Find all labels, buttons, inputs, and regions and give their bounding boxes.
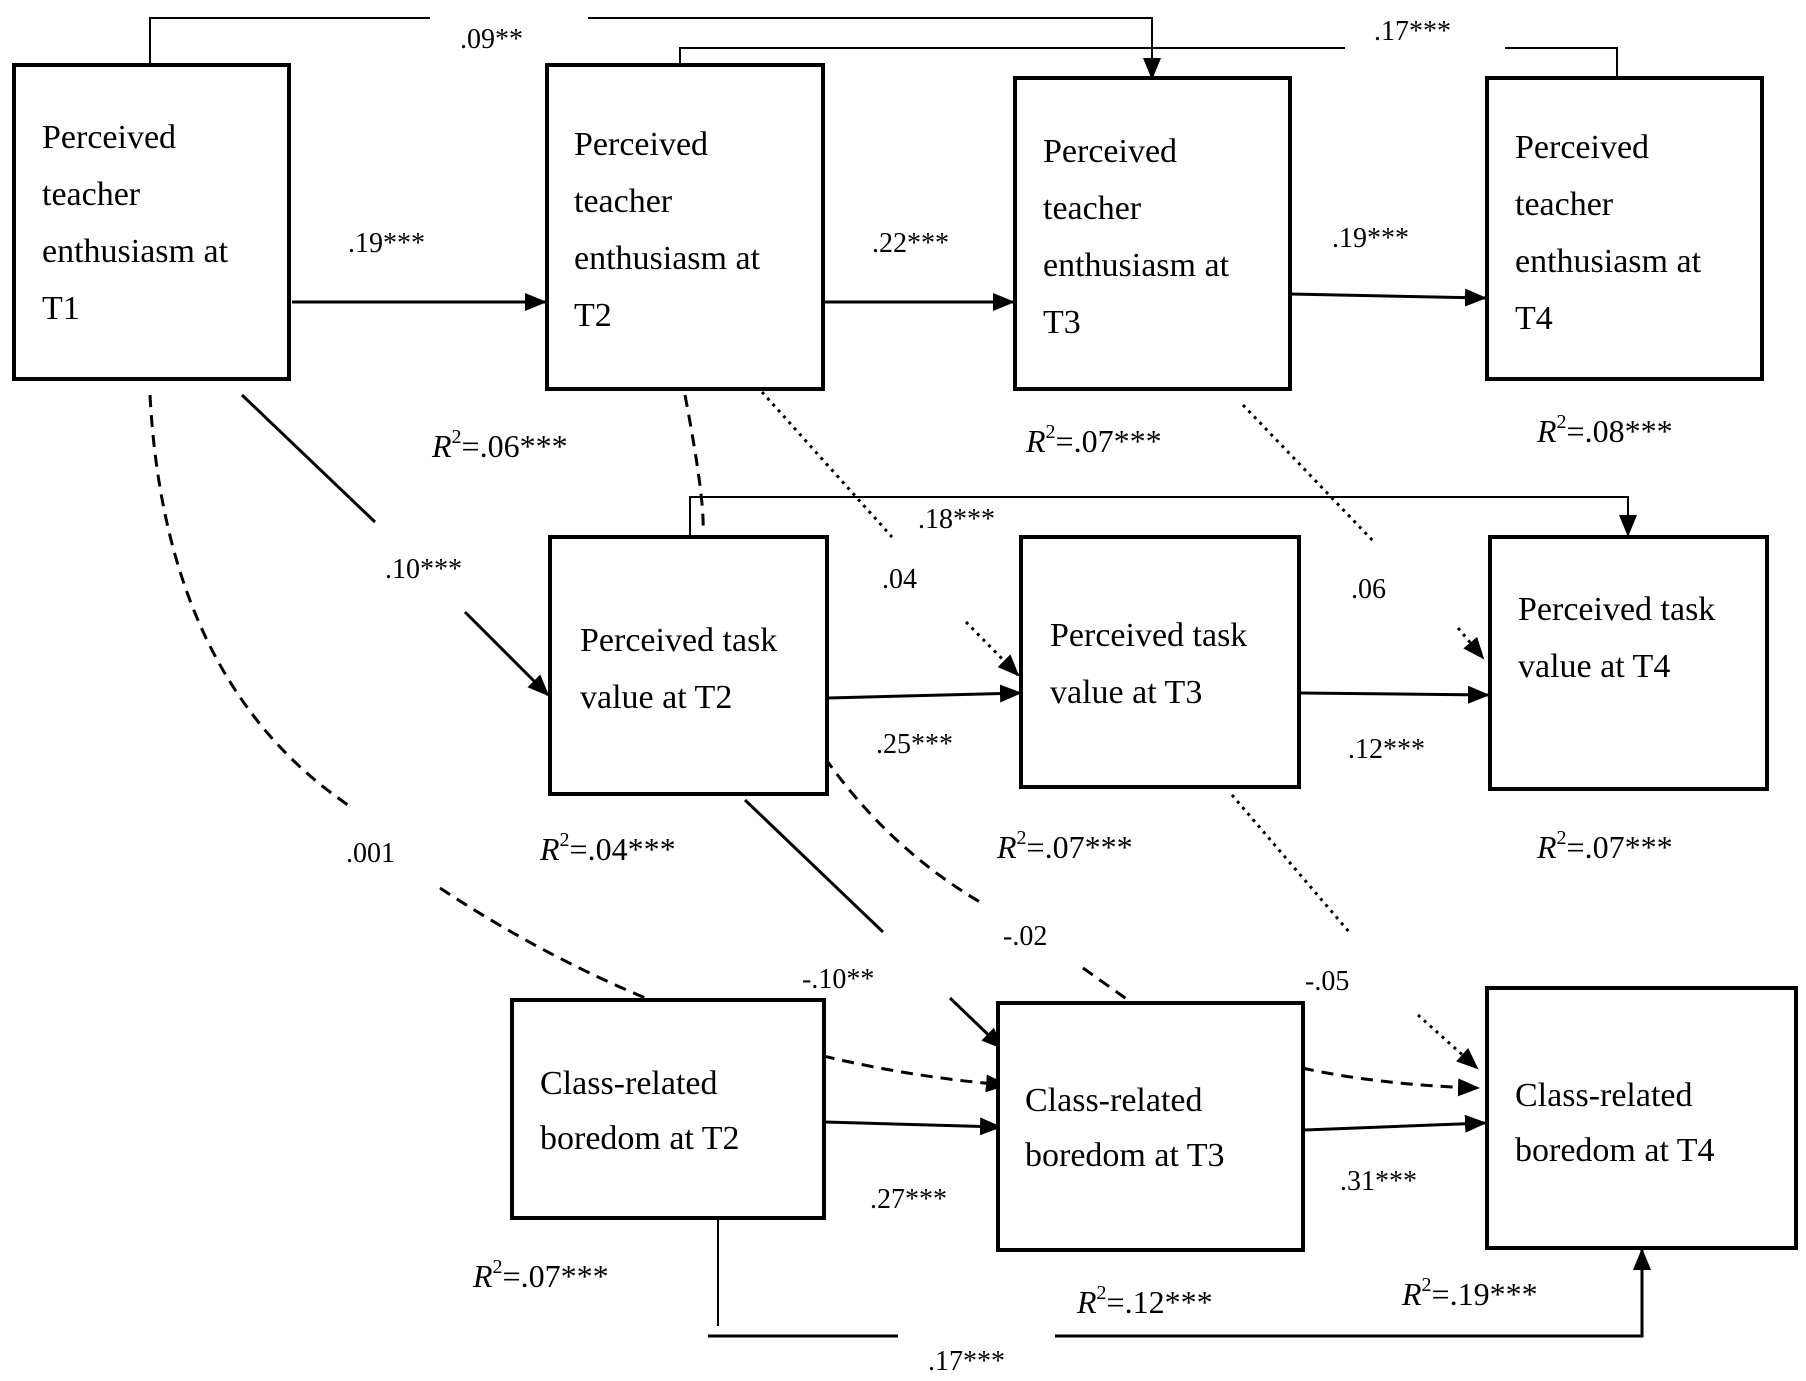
- box-boredom-t3: Class-related boredom at T3: [996, 1001, 1305, 1252]
- box-task-value-t4: Perceived task value at T4: [1488, 535, 1769, 791]
- coef-bo-t2-bo-t4: .17***: [928, 1346, 1005, 1377]
- box-teacher-enthusiasm-t3: Perceived teacher enthusiasm at T3: [1013, 76, 1292, 391]
- coef-te-t1-bo-t3: .001: [346, 838, 395, 869]
- coef-te-t2-te-t3: .22***: [872, 228, 949, 259]
- path-tv-t3-to-bo-t4: [1230, 794, 1479, 1070]
- coef-bo-t3-bo-t4: .31***: [1340, 1166, 1417, 1197]
- coef-te-t1-tv-t2: .10***: [385, 554, 462, 585]
- path-te-t3-to-te-t4: [1289, 288, 1487, 307]
- path-te-t1-to-tv-t2: [240, 393, 550, 697]
- svg-text:Perceived teacher: Perceived teacher enthusiasm at T1: [42, 119, 237, 327]
- coef-tv-t2-bo-t3: -.10**: [802, 964, 874, 995]
- coef-te-t1-te-t2: .19***: [348, 228, 425, 259]
- path-tv-t2-to-tv-t3: [827, 684, 1022, 703]
- svg-text:Class-related boredom at: Class-related boredom at T4: [1515, 1077, 1715, 1169]
- path-tv-t3-to-tv-t4: [1299, 685, 1490, 704]
- r2-te-t2: R2=.06***: [431, 426, 568, 464]
- r2-tv-t3: R2=.07***: [996, 827, 1133, 865]
- path-tv-t2-to-bo-t3: [743, 798, 1004, 1050]
- svg-text:Perceived teacher: Perceived teacher enthusiasm at T2: [574, 126, 769, 334]
- box-boredom-t4: Class-related boredom at T4: [1485, 986, 1798, 1250]
- coef-te-t3-te-t4: .19***: [1332, 223, 1409, 254]
- r2-te-t4: R2=.08***: [1536, 411, 1673, 449]
- coef-tv-t2-tv-t4: .18***: [918, 504, 995, 535]
- coef-te-t3-tv-t4: .06: [1351, 574, 1386, 605]
- coef-te-t2-te-t4: .17***: [1374, 16, 1451, 47]
- path-te-t1-to-te-t3: [149, 17, 1161, 80]
- box-teacher-enthusiasm-t1: Perceived teacher enthusiasm at T1: [12, 63, 291, 381]
- coef-te-t2-tv-t3: .04: [882, 564, 917, 595]
- path-te-t3-to-tv-t4: [1241, 403, 1485, 660]
- box-task-value-t3: Perceived task value at T3: [1019, 535, 1301, 789]
- box-task-value-t2: Perceived task value at T2: [548, 535, 829, 796]
- box-boredom-t2: Class-related boredom at T2: [510, 998, 826, 1220]
- path-bo-t2-to-bo-t4: [708, 1218, 1651, 1338]
- r2-tv-t4: R2=.07***: [1536, 827, 1673, 865]
- path-bo-t2-to-bo-t3: [824, 1117, 1002, 1136]
- svg-text:Class-related boredom at: Class-related boredom at T2: [540, 1065, 740, 1157]
- r2-bo-t3: R2=.12***: [1076, 1282, 1213, 1320]
- svg-text:Perceived teacher: Perceived teacher enthusiasm at T3: [1043, 133, 1238, 341]
- box-teacher-enthusiasm-t4: Perceived teacher enthusiasm at T4: [1485, 76, 1764, 381]
- svg-text:Perceived teacher: Perceived teacher enthusiasm at T4: [1515, 129, 1710, 337]
- path-bo-t3-to-bo-t4: [1304, 1114, 1487, 1133]
- coef-tv-t2-tv-t3: .25***: [876, 729, 953, 760]
- r2-tv-t2: R2=.04***: [539, 829, 676, 867]
- coef-te-t2-bo-t4: -.02: [1003, 921, 1047, 952]
- svg-text:Perceived task value at: Perceived task value at T2: [580, 622, 786, 716]
- r2-bo-t2: R2=.07***: [472, 1256, 609, 1294]
- box-teacher-enthusiasm-t2: Perceived teacher enthusiasm at T2: [545, 63, 825, 391]
- path-tv-t2-to-tv-t4: [689, 496, 1637, 537]
- coef-tv-t3-bo-t4: -.05: [1305, 966, 1349, 997]
- coef-bo-t2-bo-t3: .27***: [870, 1184, 947, 1215]
- coef-te-t1-te-t3: .09**: [460, 24, 523, 55]
- r2-te-t3: R2=.07***: [1025, 421, 1162, 459]
- coef-tv-t3-tv-t4: .12***: [1348, 734, 1425, 765]
- path-te-t2-to-tv-t3: [760, 390, 1020, 677]
- path-te-t2-to-bo-t4: [683, 394, 1480, 1097]
- svg-text:Perceived task value at: Perceived task value at T4: [1518, 591, 1724, 685]
- svg-text:Perceived task value at: Perceived task value at T3: [1050, 617, 1256, 711]
- svg-text:Class-related boredom at: Class-related boredom at T3: [1025, 1082, 1225, 1174]
- r2-bo-t4: R2=.19***: [1401, 1274, 1538, 1312]
